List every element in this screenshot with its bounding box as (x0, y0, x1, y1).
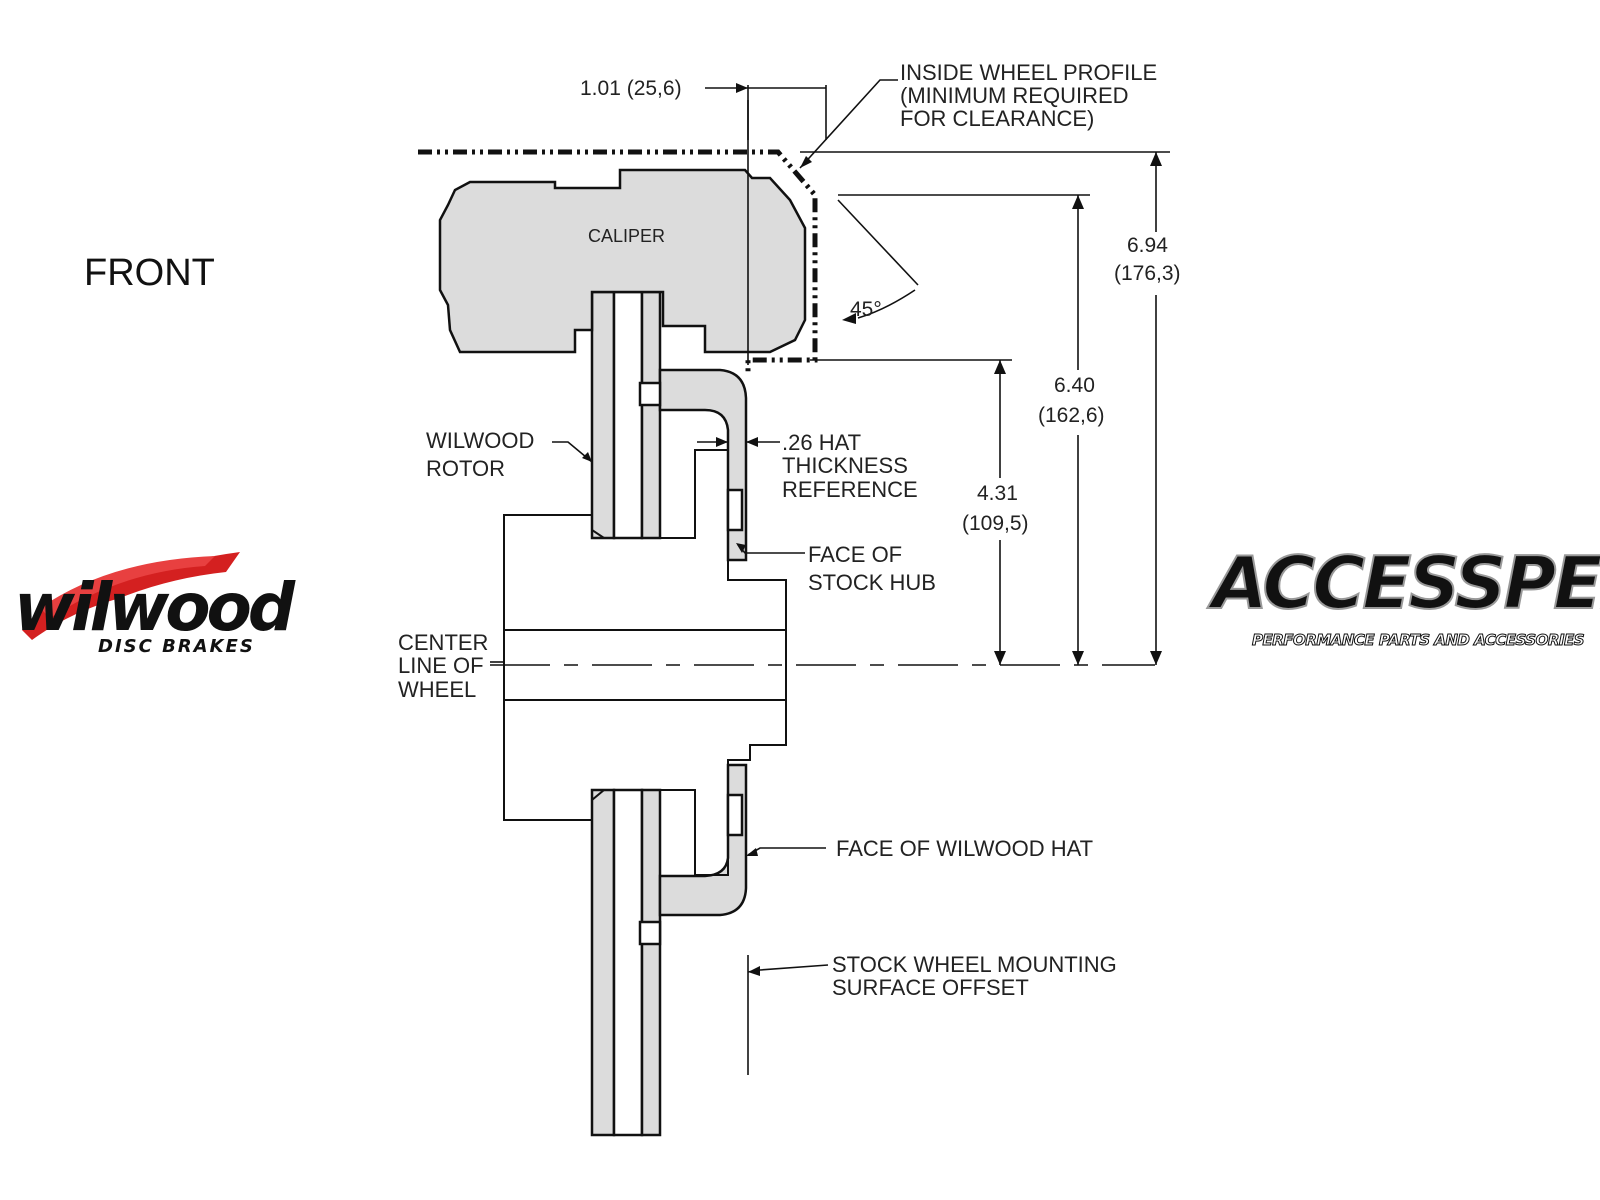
caliper-body (438, 168, 807, 354)
hat-label-3: REFERENCE (782, 477, 918, 502)
hat-label-2: THICKNESS (782, 453, 908, 478)
profile-label-3: FOR CLEARANCE) (900, 106, 1094, 131)
center-label-1: CENTER (398, 630, 488, 655)
dimension-4-31 (994, 360, 1006, 665)
dimension-6-94 (1150, 152, 1162, 665)
dim-6-94-metric: (176,3) (1114, 262, 1181, 285)
svg-text:PERFORMANCE PARTS AND ACCESSOR: PERFORMANCE PARTS AND ACCESSORIES (1252, 631, 1584, 649)
face-hat-label: FACE OF WILWOOD HAT (836, 836, 1093, 861)
dim-1-01-label: 1.01 (25,6) (580, 77, 682, 100)
rotor-label-1: WILWOOD (426, 428, 534, 453)
dim-6-40-label: 6.40 (1054, 374, 1095, 397)
dim-4-31-metric: (109,5) (962, 512, 1029, 535)
angle-line (837, 199, 919, 286)
svg-text:DISC BRAKES: DISC BRAKES (98, 636, 255, 657)
offset-label-2: SURFACE OFFSET (832, 975, 1029, 1000)
center-label-2: LINE OF (398, 653, 484, 678)
dim-6-94-label: 6.94 (1127, 234, 1168, 257)
angle-label: 45° (850, 298, 882, 321)
view-label: FRONT (84, 252, 215, 294)
angle-arc (857, 289, 916, 319)
caliper-label: CALIPER (588, 226, 665, 246)
profile-leader (799, 79, 898, 169)
dimension-6-40 (1072, 195, 1084, 665)
dimension-1-01 (705, 83, 827, 365)
dim-4-31-label: 4.31 (977, 482, 1018, 505)
stock-hub (503, 449, 787, 876)
rotor-leader (552, 441, 593, 463)
profile-label-2: (MINIMUM REQUIRED (900, 83, 1129, 108)
svg-text:ACCESSPEED: ACCESSPEED (1207, 541, 1600, 625)
dim-6-40-metric: (162,6) (1038, 404, 1105, 427)
hat-label-1: .26 HAT (782, 430, 861, 455)
hub-label-1: FACE OF (808, 542, 902, 567)
offset-label-1: STOCK WHEEL MOUNTING (832, 952, 1117, 977)
profile-label-1: INSIDE WHEEL PROFILE (900, 60, 1157, 85)
stock-hub-leader (737, 544, 805, 554)
svg-text:wilwood: wilwood (14, 569, 296, 646)
hub-label-2: STOCK HUB (808, 570, 936, 595)
wilwood-rotor (590, 290, 662, 1137)
wilwood-logo: wilwood DISC BRAKES (14, 552, 300, 657)
accespeed-logo: ACCESSPEED PERFORMANCE PARTS AND ACCESSO… (1206, 540, 1600, 650)
center-label-3: WHEEL (398, 677, 476, 702)
rotor-label-2: ROTOR (426, 456, 505, 481)
face-hat-leader (747, 847, 826, 856)
